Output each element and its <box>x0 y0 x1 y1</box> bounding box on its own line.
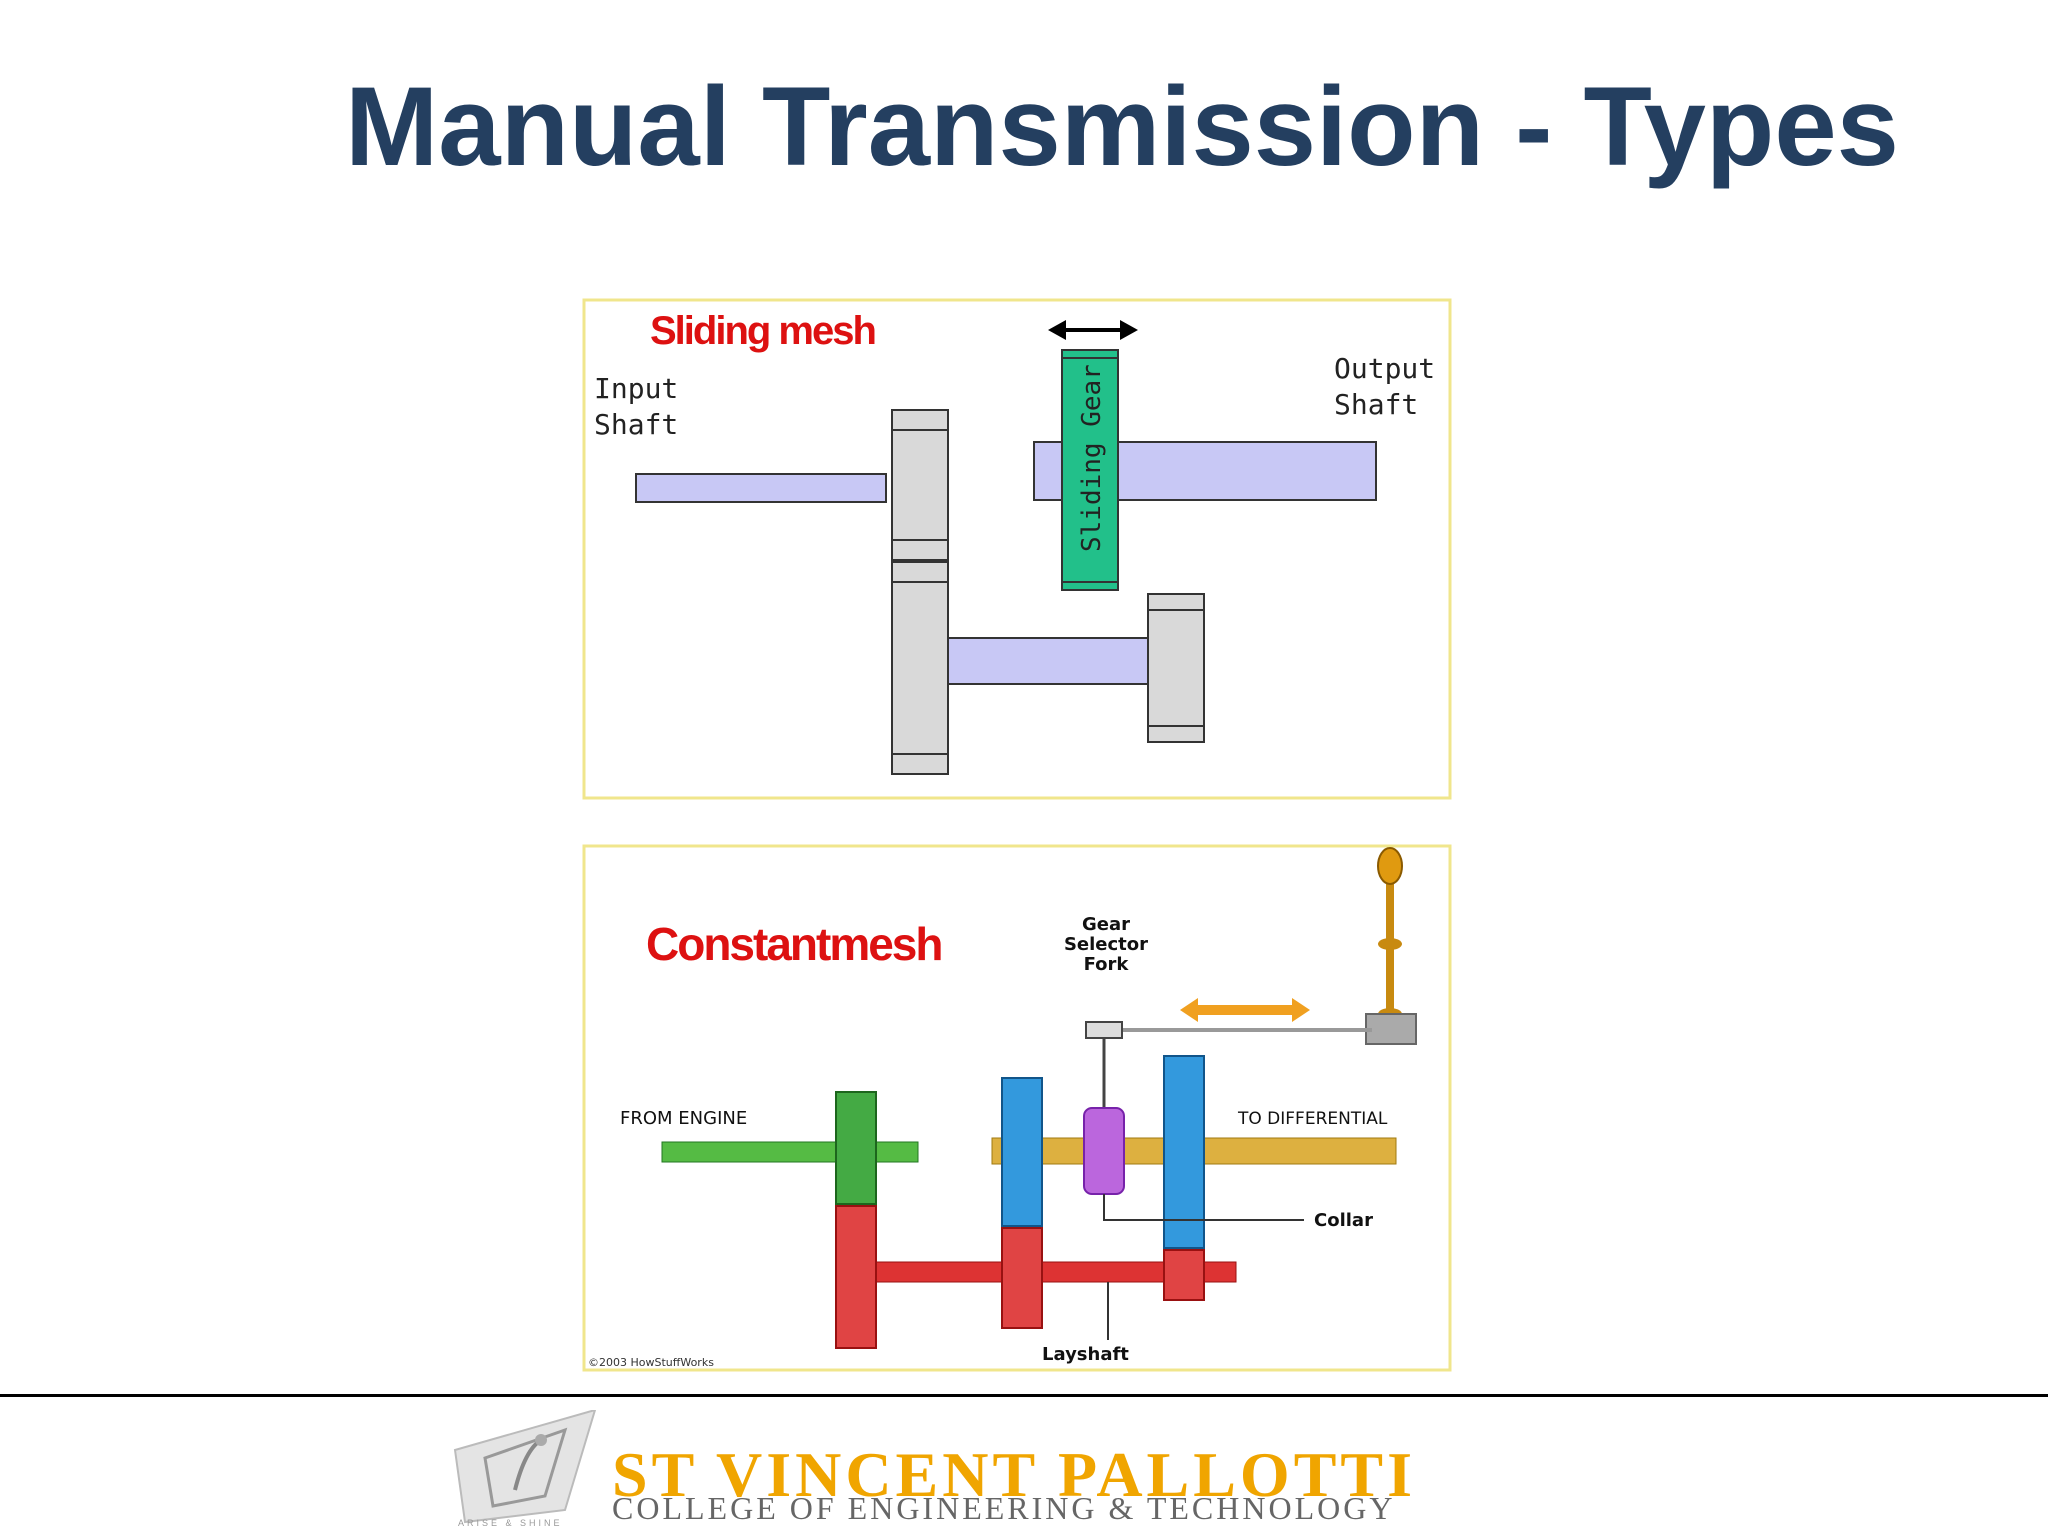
fork-label-line2: Selector <box>1064 934 1148 955</box>
countershaft <box>947 637 1149 685</box>
constant-mesh-title: Constantmesh <box>646 918 941 970</box>
collar-label: Collar <box>1314 1210 1373 1231</box>
slide-title: Manual Transmission - Types <box>345 64 1899 189</box>
sliding-gear-label: Sliding Gear <box>1077 364 1107 552</box>
fork-label-line3: Fork <box>1084 954 1130 975</box>
college-logo-icon <box>453 1410 597 1524</box>
countershaft-gear-large <box>891 561 949 775</box>
double-arrow-icon <box>1048 320 1138 340</box>
to-differential-label: TO DIFFERENTIAL <box>1237 1109 1388 1129</box>
countershaft-gear-small <box>1147 593 1205 743</box>
lay-gear-red-1 <box>835 1205 877 1349</box>
college-name: ST VINCENT PALLOTTI <box>612 1439 1416 1510</box>
lay-gear-red-3 <box>1163 1249 1205 1301</box>
layshaft-label: Layshaft <box>1042 1344 1129 1365</box>
input-shaft <box>635 473 887 503</box>
sliding-mesh-diagram: Sliding mesh Input Shaft Output Shaft Sl… <box>582 298 1452 800</box>
constant-mesh-diagram: Constantmesh Gear Selector Fork FROM ENG… <box>582 844 1452 1372</box>
input-shaft-green <box>661 1141 919 1163</box>
orange-double-arrow-icon <box>1180 998 1310 1022</box>
input-shaft-label-line2: Shaft <box>594 408 678 441</box>
sliding-mesh-title: Sliding mesh <box>650 309 875 353</box>
copyright-label: ©2003 HowStuffWorks <box>588 1356 714 1369</box>
main-gear-blue-1 <box>1001 1077 1043 1227</box>
input-shaft-label-line1: Input <box>594 372 678 405</box>
output-shaft-label-line2: Shaft <box>1334 388 1418 421</box>
output-shaft-label-line1: Output <box>1334 352 1435 385</box>
collar-purple <box>1083 1107 1125 1195</box>
fork-label-line1: Gear <box>1082 914 1130 935</box>
from-engine-label: FROM ENGINE <box>620 1108 747 1129</box>
lay-gear-red-2 <box>1001 1227 1043 1329</box>
logo-tagline: ARISE & SHINE <box>458 1518 563 1528</box>
main-gear-blue-2 <box>1163 1055 1205 1249</box>
footer-divider <box>0 1394 2048 1397</box>
sliding-mesh-frame <box>582 298 1452 800</box>
gear-lever-icon <box>1365 847 1417 1045</box>
input-gear <box>891 409 949 561</box>
college-subtitle: COLLEGE OF ENGINEERING & TECHNOLOGY <box>612 1490 1396 1526</box>
collar-pointer <box>1103 1194 1304 1221</box>
sliding-gear <box>1061 349 1119 591</box>
selector-fork-block <box>1085 1021 1123 1039</box>
input-gear-green <box>835 1091 877 1205</box>
